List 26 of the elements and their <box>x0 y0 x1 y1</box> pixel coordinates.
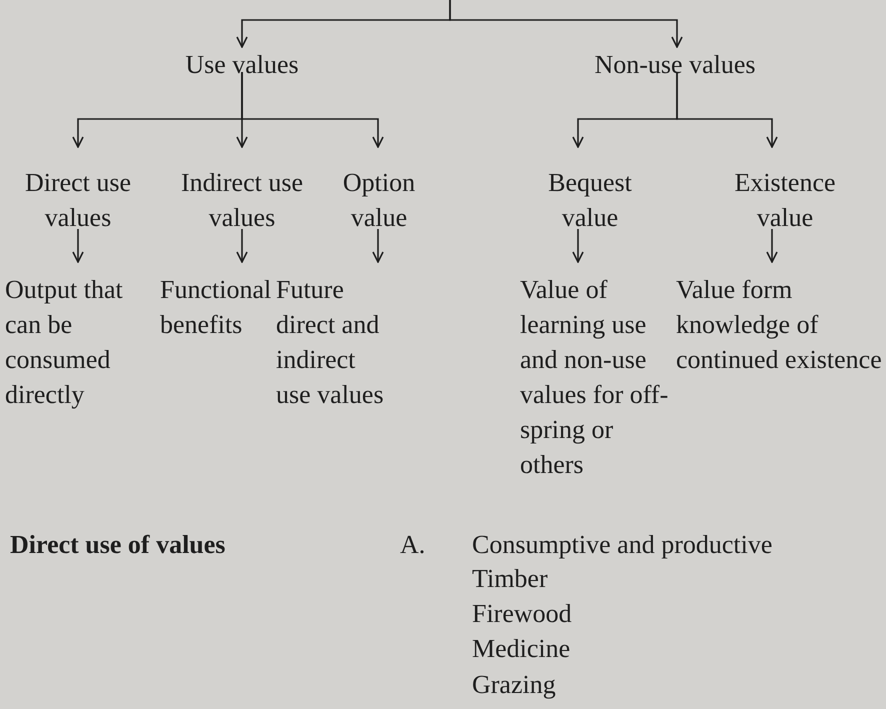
list-item: Grazing <box>472 669 556 701</box>
arrow <box>766 229 778 263</box>
list-item: Consumptive and productive <box>472 529 772 561</box>
value-type-label: Direct use values <box>3 147 153 235</box>
arrow <box>236 229 248 263</box>
description-text: Output that can be consumed directly <box>5 262 155 412</box>
value-type-label: Bequest value <box>520 147 660 235</box>
arrow <box>572 229 584 263</box>
section-heading: Direct use of values <box>10 529 226 561</box>
arrow <box>676 72 778 148</box>
arrow <box>372 229 384 263</box>
value-type-label: Indirect use values <box>177 147 307 235</box>
value-type-label: Existence value <box>705 147 865 235</box>
description-text: Value form knowledge of continued existence <box>676 262 886 377</box>
description-text: Functional benefits <box>160 262 272 342</box>
arrow <box>241 72 384 148</box>
list-item: Timber <box>472 563 548 595</box>
value-type-label: Option value <box>323 147 435 235</box>
arrow <box>449 0 683 48</box>
category-heading: Use values <box>152 47 332 82</box>
list-marker: A. <box>400 529 426 561</box>
category-heading: Non-use values <box>565 47 785 82</box>
arrow <box>72 229 84 263</box>
list-item: Medicine <box>472 633 570 665</box>
description-text: Future direct and indirect use values <box>276 262 394 412</box>
list-item: Firewood <box>472 598 572 630</box>
